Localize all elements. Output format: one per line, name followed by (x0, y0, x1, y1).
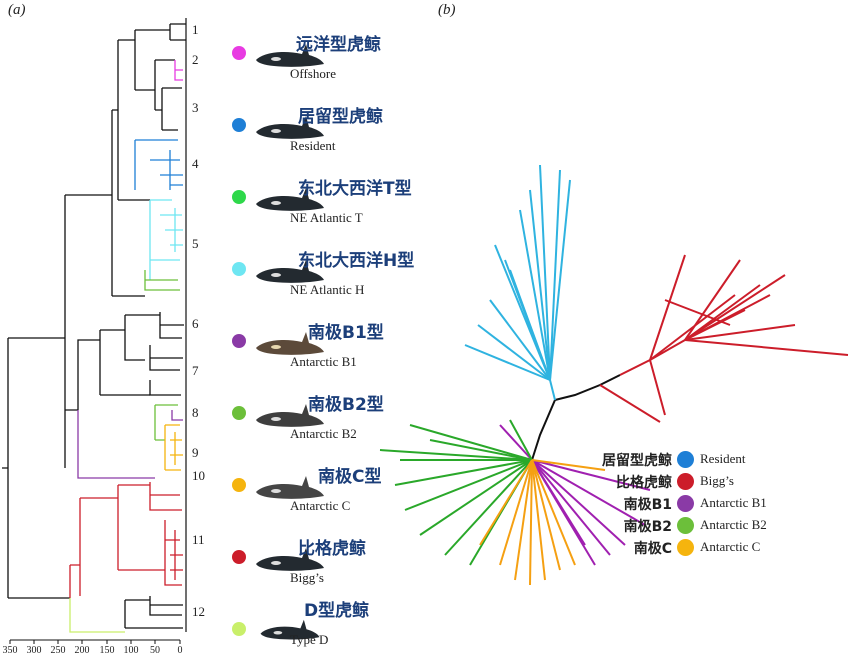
killer-whale-icon (256, 332, 324, 355)
cluster-number: 12 (192, 604, 205, 619)
ecotype-zh: 南极B2型 (308, 395, 384, 415)
legend-zh: 居留型虎鲸 (602, 453, 672, 469)
ecotype-row-resident: 居留型虎鲸 Resident (232, 107, 432, 168)
legend-item-resident: 居留型虎鲸 Resident (602, 450, 817, 470)
dendrogram: 350 300 250 200 150 100 50 0 (2, 18, 187, 654)
ecotype-zh: 南极C型 (318, 467, 382, 487)
legend-en: Antarctic C (700, 539, 761, 554)
ecotype-dot (232, 406, 246, 420)
cluster-number: 11 (192, 532, 205, 547)
ecotype-dot (232, 622, 246, 636)
ecotype-en: Bigg’s (290, 570, 324, 585)
legend-item-biggs: 比格虎鲸 Bigg’s (616, 472, 817, 492)
cluster-number: 2 (192, 52, 199, 67)
legend-en: Antarctic B2 (700, 517, 767, 532)
unrooted-tree (379, 164, 849, 586)
cluster-number: 9 (192, 445, 199, 460)
legend-dot (677, 451, 694, 468)
ecotype-row-offshore: 远洋型虎鲸 Offshore (232, 35, 432, 96)
killer-whale-icon (256, 548, 324, 571)
ecotype-row-biggs: 比格虎鲸 Bigg’s (232, 539, 432, 600)
ecotype-en: Antarctic B1 (290, 354, 357, 369)
legend-item-antarctic-b2: 南极B2 Antarctic B2 (624, 516, 817, 536)
ecotype-row-ne-atlantic-t: 东北大西洋T型 NE Atlantic T (232, 179, 432, 240)
ecotype-dot (232, 118, 246, 132)
legend-zh: 比格虎鲸 (616, 475, 672, 491)
cluster-number: 8 (192, 405, 199, 420)
axis-tick: 200 (75, 645, 90, 654)
legend-en: Resident (700, 451, 746, 466)
ecotype-zh: 东北大西洋H型 (298, 251, 415, 271)
legend-dot (677, 473, 694, 490)
cluster-number: 7 (192, 363, 199, 378)
ecotype-en: Antarctic C (290, 498, 351, 513)
ecotype-en: NE Atlantic H (290, 282, 365, 297)
ecotype-zh: 东北大西洋T型 (298, 179, 412, 199)
ecotype-zh: D型虎鲸 (304, 601, 370, 621)
ecotype-dot (232, 262, 246, 276)
axis-tick: 50 (150, 645, 160, 654)
legend-dot (677, 539, 694, 556)
ecotype-zh: 南极B1型 (308, 323, 384, 343)
cluster-number: 5 (192, 236, 199, 251)
ecotype-row-ne-atlantic-h: 东北大西洋H型 NE Atlantic H (232, 251, 432, 312)
ecotype-en: Type D (290, 632, 329, 647)
legend-dot (677, 517, 694, 534)
legend-en: Bigg’s (700, 473, 734, 488)
panel-a-label: (a) (8, 2, 26, 18)
legend-dot (677, 495, 694, 512)
legend-zh: 南极C (633, 541, 672, 557)
ecotype-row-type-d: D型虎鲸 Type D (232, 601, 432, 652)
killer-whale-icon (260, 619, 320, 640)
ecotype-en: Offshore (290, 66, 336, 81)
ecotype-dot (232, 478, 246, 492)
ecotype-dot (232, 46, 246, 60)
legend-item-antarctic-b1: 南极B1 Antarctic B1 (624, 494, 817, 514)
cluster-number: 10 (192, 468, 205, 483)
legend-item-antarctic-c: 南极C Antarctic C (634, 538, 817, 558)
killer-whale-icon (256, 404, 324, 427)
ecotype-row-antarctic-c: 南极C型 Antarctic C (232, 467, 432, 528)
legend-zh: 南极B1 (623, 497, 672, 513)
cluster-number: 4 (192, 156, 199, 171)
axis-tick: 0 (178, 645, 183, 654)
axis-tick: 150 (100, 645, 115, 654)
legend-en: Antarctic B1 (700, 495, 767, 510)
ecotype-en: Antarctic B2 (290, 426, 357, 441)
ecotype-row-antarctic-b2: 南极B2型 Antarctic B2 (232, 395, 432, 456)
cluster-number: 1 (192, 22, 199, 37)
ecotype-dot (232, 334, 246, 348)
axis-tick: 350 (3, 645, 18, 654)
cluster-number: 3 (192, 100, 199, 115)
ecotype-dot (232, 550, 246, 564)
killer-whale-icon (256, 188, 324, 211)
ecotype-en: NE Atlantic T (290, 210, 363, 225)
cluster-number: 6 (192, 316, 199, 331)
killer-whale-icon (256, 476, 324, 499)
ecotype-dot (232, 190, 246, 204)
killer-whale-icon (256, 44, 324, 67)
ecotype-zh: 比格虎鲸 (298, 539, 366, 559)
killer-whale-icon (256, 260, 324, 283)
axis-tick: 100 (124, 645, 139, 654)
axis-tick: 300 (27, 645, 42, 654)
axis-tick: 250 (51, 645, 66, 654)
ecotype-zh: 远洋型虎鲸 (296, 35, 381, 55)
legend-zh: 南极B2 (623, 519, 672, 535)
ecotype-en: Resident (290, 138, 336, 153)
ecotype-zh: 居留型虎鲸 (298, 107, 383, 127)
panel-b-label: (b) (438, 2, 456, 18)
killer-whale-icon (256, 116, 324, 139)
ecotype-row-antarctic-b1: 南极B1型 Antarctic B1 (232, 323, 432, 384)
